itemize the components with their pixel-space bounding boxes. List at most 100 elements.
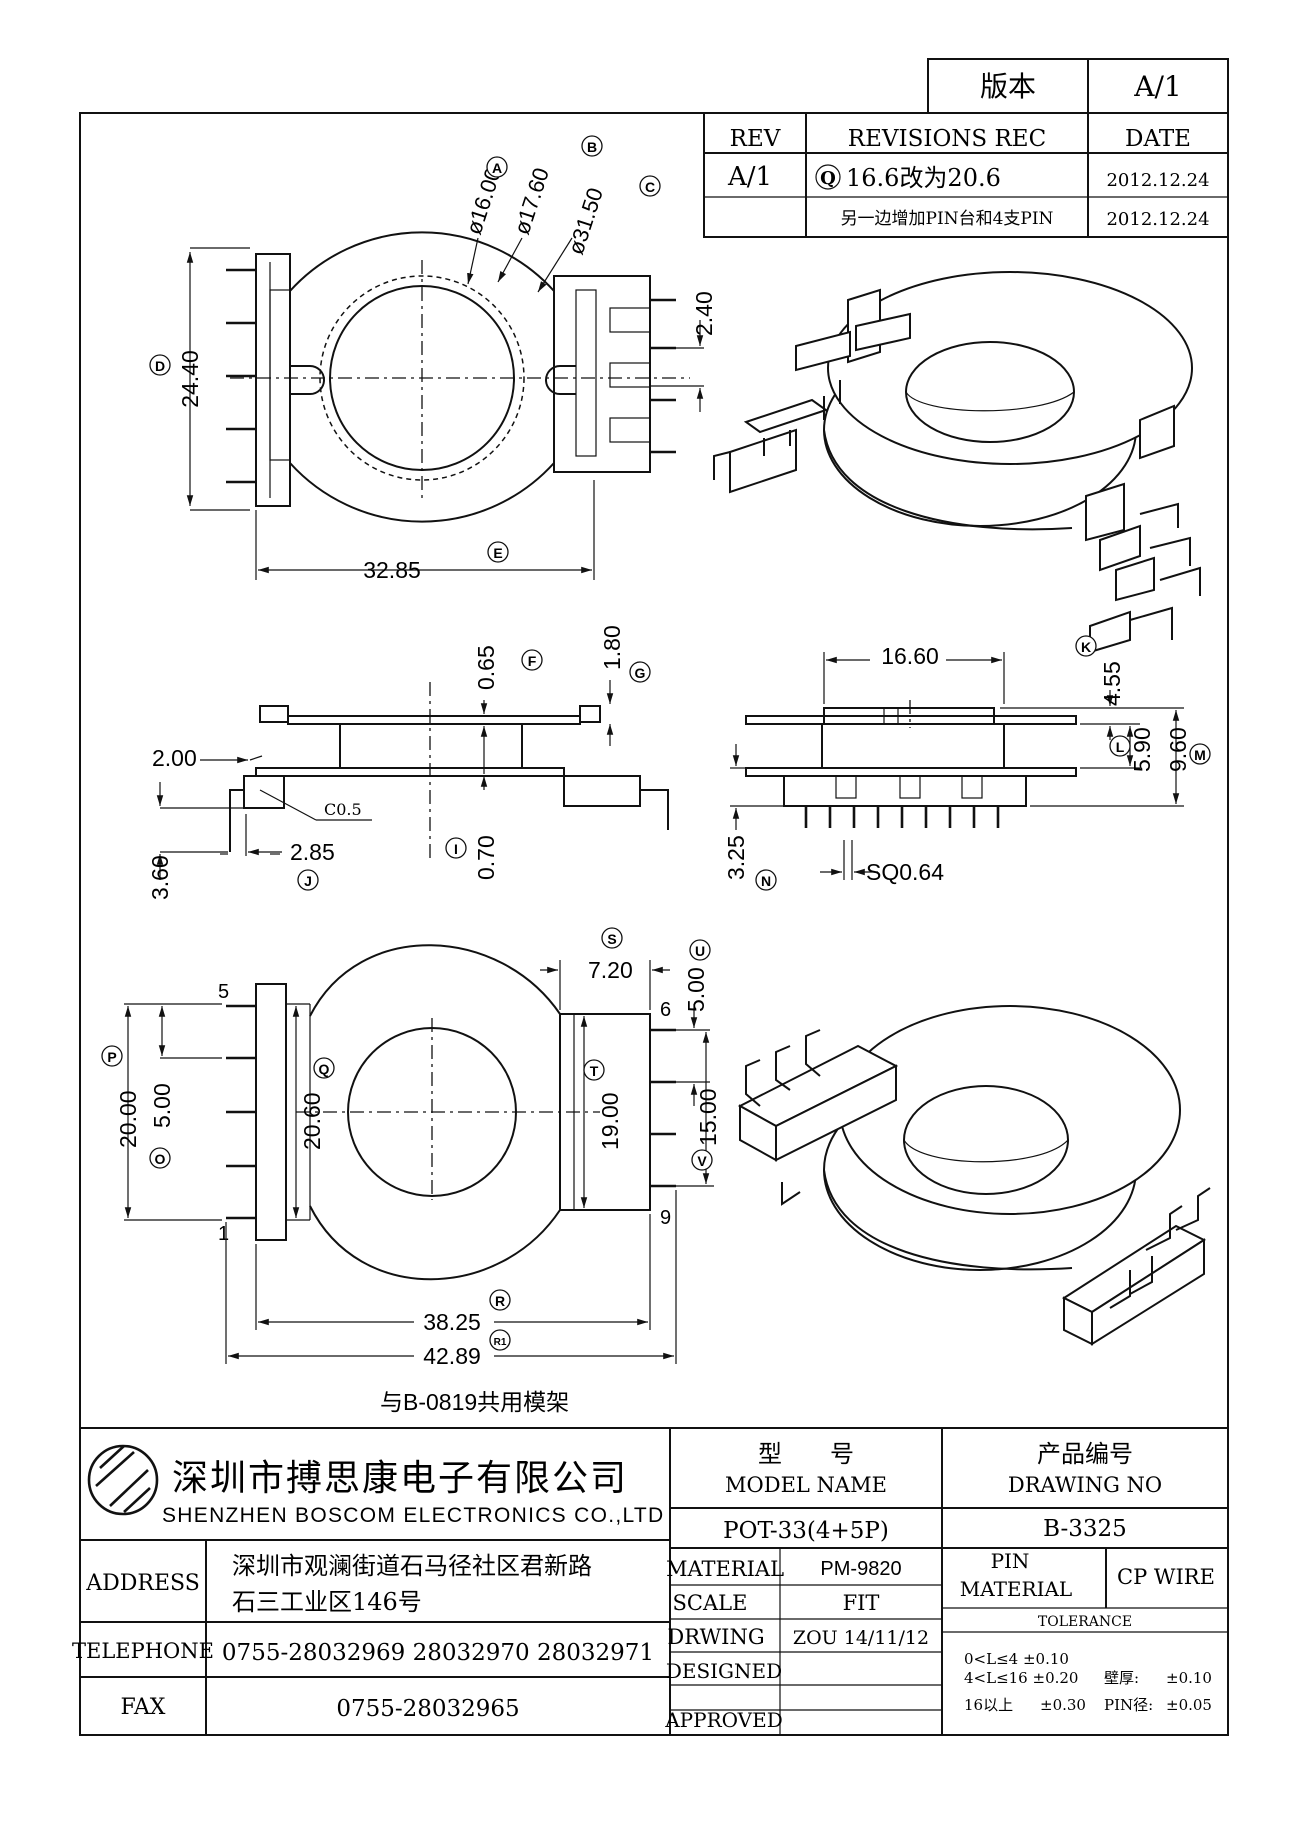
- marker-c: C: [645, 179, 655, 195]
- dim-d31: ø31.50: [563, 185, 608, 258]
- dim-d070: 0.70: [473, 835, 499, 880]
- rev-row2-date: 2012.12.24: [1106, 209, 1209, 230]
- dim-d4289: 42.89: [423, 1343, 481, 1369]
- material-value: PM-9820: [820, 1558, 901, 1580]
- title-block: 深圳市搏思康电子有限公司 SHENZHEN BOSCOM ELECTRONICS…: [72, 1427, 1228, 1735]
- drwing-label: DRWING: [667, 1625, 764, 1649]
- marker-f: F: [528, 653, 537, 669]
- dim-d500l: 5.00: [149, 1083, 175, 1128]
- drawing-label-cn: 产品编号: [1037, 1440, 1133, 1468]
- marker-d: D: [155, 358, 165, 374]
- approved-label: APPROVED: [664, 1708, 783, 1732]
- dim-d360: 3.60: [147, 855, 173, 900]
- dim-d960: 9.60: [1165, 727, 1191, 772]
- dim-h24: 24.40: [177, 350, 203, 408]
- drwing-value: ZOU 14/11/12: [793, 1627, 929, 1649]
- dim-d1660: 16.60: [881, 643, 939, 669]
- rec-header: REVISIONS REC: [848, 126, 1046, 152]
- scale-value: FIT: [843, 1591, 880, 1615]
- marker-a: A: [492, 160, 502, 176]
- version-label: 版本: [980, 70, 1036, 103]
- iso-view-bottom: [737, 1005, 1211, 1346]
- company-name-cn: 深圳市搏思康电子有限公司: [172, 1458, 628, 1499]
- rev-row1-text: 16.6改为20.6: [846, 164, 1001, 192]
- pin-diameter-label: PIN径:: [1104, 1696, 1153, 1714]
- rev-header: REV: [730, 126, 781, 152]
- wall-label: 壁厚:: [1104, 1669, 1139, 1687]
- drawing-value: B-3325: [1043, 1516, 1127, 1542]
- tolerance-2: 4<L≤16 ±0.20: [964, 1669, 1078, 1687]
- dim-sq: SQ0.64: [866, 859, 944, 885]
- dim-d1500: 15.00: [695, 1088, 721, 1146]
- pin-material-label-2: MATERIAL: [960, 1577, 1072, 1601]
- tolerance-1: 0<L≤4 ±0.10: [964, 1650, 1069, 1668]
- bottom-view: 5 1 6 9 7.20 5.00 15.00 20.00 5.00 20.60…: [101, 927, 721, 1415]
- dim-d17: ø17.60: [509, 165, 554, 238]
- marker-i: I: [454, 841, 458, 857]
- pin-1: 1: [218, 1223, 229, 1245]
- marker-u: U: [695, 943, 705, 959]
- dim-d2000: 20.00: [115, 1090, 141, 1148]
- marker-n: N: [761, 873, 771, 889]
- address-label: ADDRESS: [85, 1571, 200, 1596]
- company-name-en: SHENZHEN BOSCOM ELECTRONICS CO.,LTD: [162, 1504, 665, 1527]
- material-label: MATERIAL: [666, 1557, 784, 1581]
- telephone-value: 0755-28032969 28032970 28032971: [222, 1640, 654, 1666]
- dim-d3825: 38.25: [423, 1309, 481, 1335]
- dim-d325: 3.25: [723, 835, 749, 880]
- marker-q: Q: [319, 1061, 330, 1077]
- dim-d180: 1.80: [599, 625, 625, 670]
- marker-v: V: [697, 1153, 707, 1169]
- scale-label: SCALE: [673, 1591, 748, 1615]
- date-header: DATE: [1125, 126, 1191, 152]
- dim-w32: 32.85: [363, 557, 421, 583]
- model-label-cn: 型 号: [758, 1440, 854, 1468]
- tolerance-3: 16以上: [964, 1696, 1013, 1714]
- marker-b: B: [587, 139, 597, 155]
- marker-r: R: [495, 1293, 505, 1309]
- rev-row1-marker: Q: [820, 168, 836, 189]
- model-label-en: MODEL NAME: [725, 1473, 887, 1497]
- marker-t: T: [590, 1063, 599, 1079]
- address-line1: 深圳市观澜街道石马径社区君新路: [232, 1552, 592, 1580]
- marker-e: E: [493, 545, 502, 561]
- marker-g: G: [635, 665, 646, 681]
- pin-9: 9: [660, 1207, 671, 1229]
- revisions-table: REV REVISIONS REC DATE A/1 Q 16.6改为20.6 …: [703, 112, 1229, 238]
- dim-d200: 2.00: [152, 745, 197, 771]
- version-box: 版本 A/1: [927, 58, 1229, 114]
- marker-r1: R1: [494, 1337, 507, 1348]
- dim-c05: C0.5: [324, 800, 362, 819]
- tolerance-title: TOLERANCE: [1038, 1614, 1132, 1630]
- dim-d2060: 20.60: [299, 1092, 325, 1150]
- fax-value: 0755-28032965: [336, 1696, 519, 1722]
- front-view: 16.60 4.55 5.90 9.60 3.25 SQ0.64 K L M N: [723, 635, 1211, 891]
- dim-d720: 7.20: [588, 957, 633, 983]
- address-line2: 石三工业区146号: [232, 1588, 422, 1616]
- dim-d455: 4.55: [1099, 661, 1125, 706]
- dim-d590: 5.90: [1129, 727, 1155, 772]
- drawing-label-en: DRAWING NO: [1008, 1473, 1162, 1497]
- iso-view-top: [713, 271, 1201, 654]
- designed-label: DESIGNED: [666, 1659, 782, 1683]
- marker-p: P: [107, 1049, 116, 1065]
- rev-row1-rev: A/1: [727, 162, 772, 192]
- fax-label: FAX: [121, 1695, 166, 1720]
- dim-d285: 2.85: [290, 839, 335, 865]
- dim-d1900: 19.00: [597, 1092, 623, 1150]
- marker-s: S: [607, 931, 616, 947]
- pin-5: 5: [218, 981, 229, 1003]
- shared-mold-note: 与B-0819共用模架: [380, 1389, 569, 1415]
- marker-k: K: [1081, 639, 1091, 655]
- marker-j: J: [304, 873, 312, 889]
- marker-m: M: [1194, 747, 1206, 763]
- tolerance-3-value: ±0.30: [1040, 1696, 1086, 1714]
- pin-diameter-value: ±0.05: [1166, 1696, 1212, 1714]
- drawing-border: [79, 112, 1229, 1736]
- dim-d500r: 5.00: [683, 967, 709, 1012]
- rev-row1-date: 2012.12.24: [1106, 170, 1209, 191]
- telephone-label: TELEPHONE: [72, 1639, 214, 1663]
- pin-6: 6: [660, 999, 671, 1021]
- marker-l: L: [1116, 739, 1125, 755]
